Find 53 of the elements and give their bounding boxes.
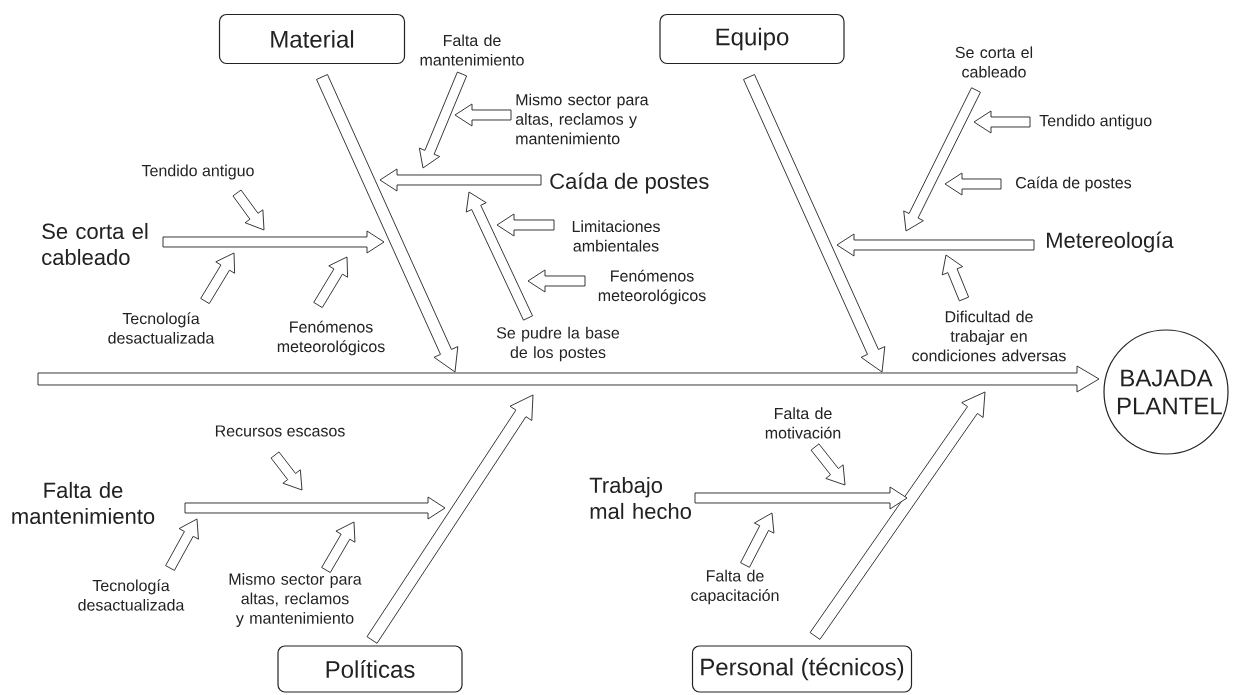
block-arrow [836, 233, 1035, 257]
category-box: Equipo [659, 13, 845, 65]
block-arrow [454, 103, 512, 127]
cause-label: Falta de mantenimiento [420, 34, 524, 66]
bone-arrow [316, 74, 459, 373]
block-arrow [694, 486, 908, 510]
cause-label: Tendido antiguo [1039, 114, 1152, 130]
block-arrow [973, 110, 1031, 134]
spine-arrow [37, 365, 1100, 393]
cause-label: Limitaciones ambientales [572, 220, 660, 252]
cause-label: Metereología [1047, 231, 1174, 253]
cause-label: Se corta el cableado [955, 46, 1033, 78]
cause-label: Se pudre la base de los postes [496, 326, 620, 362]
cause-label: Recursos escasos [215, 425, 345, 437]
block-arrow [740, 512, 775, 568]
block-arrow [165, 518, 199, 571]
cause-label: Tecnología desactualizada [108, 312, 215, 344]
cause-label: Mismo sector para altas, reclamos y mantenimiento [515, 93, 649, 145]
block-arrow [903, 87, 981, 232]
category-box: Personal (técnicos) [691, 645, 913, 693]
cause-label: Tendido antiguo [141, 164, 254, 180]
cause-label: Trabajo mal hecho [589, 476, 691, 520]
block-arrow [184, 496, 446, 520]
cause-label: Caída de postes [1016, 176, 1132, 192]
block-arrow [465, 191, 533, 321]
block-arrow [200, 252, 236, 305]
bone-arrow [743, 74, 886, 373]
category-box: Políticas [277, 645, 463, 693]
block-arrow [496, 213, 555, 237]
cause-label: Fenómenos meteorológicos [598, 269, 706, 305]
block-arrow [162, 230, 385, 254]
cause-label: Tecnología desactualizada [78, 579, 185, 611]
bone-arrow [366, 394, 534, 644]
bone-arrow [809, 391, 986, 640]
block-arrow [270, 451, 303, 491]
cause-label: Se corta el cableado [42, 222, 148, 266]
cause-label: Falta de motivación [765, 407, 841, 439]
block-arrow [944, 172, 1002, 196]
block-arrow [418, 71, 468, 169]
block-arrow [321, 521, 356, 573]
block-arrow [941, 254, 970, 302]
category-box: Material [218, 13, 406, 65]
block-arrow [379, 168, 542, 192]
block-arrow [810, 443, 846, 486]
block-arrow [527, 269, 586, 293]
block-arrow [313, 256, 349, 309]
cause-label: Dificultad de trabajar en condiciones adversas [912, 310, 1066, 362]
cause-label: Falta de capacitación [691, 569, 779, 605]
cause-label: Falta de mantenimiento [12, 481, 155, 525]
cause-label: Mismo sector para altas, reclamos y mantenimiento [229, 573, 362, 627]
block-arrow [232, 189, 265, 231]
cause-label: Fenómenos meteorológicos [277, 320, 385, 356]
cause-label: Caída de postes [550, 172, 709, 194]
